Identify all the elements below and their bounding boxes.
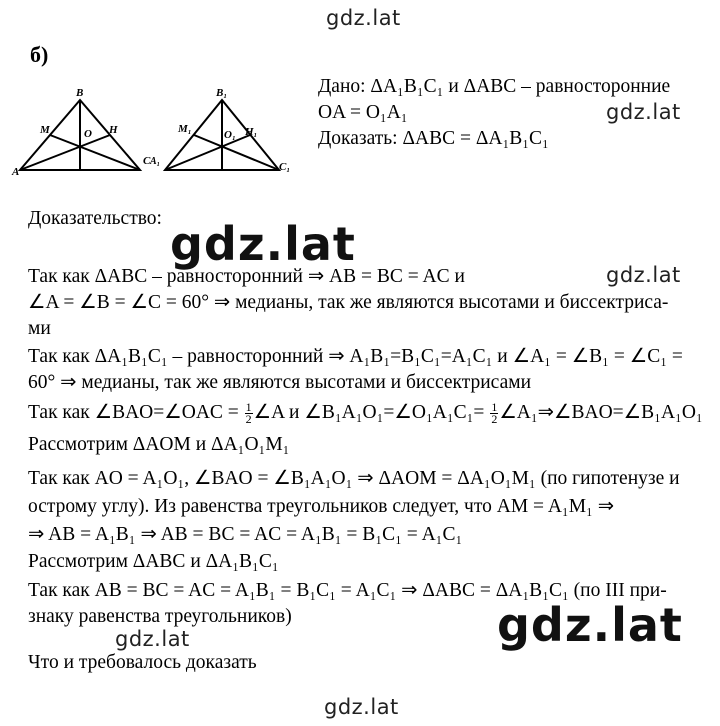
part-label: б)	[30, 42, 49, 67]
proof-line-11: Рассмотрим ΔABC и ΔA₁B₁C₁	[28, 551, 279, 572]
proof-line-5: 60° ⇒ медианы, так же являются высотами …	[28, 372, 532, 393]
label-b1: B₁	[215, 87, 227, 99]
proof-line-10: ⇒ AB = A₁B₁ ⇒ AB = BC = AC = A₁B₁ = B₁C₁…	[28, 524, 463, 545]
proof-line-6a: Так как ∠BAO=∠OAC =	[28, 402, 239, 423]
proof-line-7: Рассмотрим ΔAOM и ΔA₁O₁M₁	[28, 434, 290, 455]
triangle-abc	[17, 98, 143, 171]
label-h1: H₁	[244, 126, 257, 138]
watermark-small-bottom: gdz.lat	[115, 627, 190, 651]
proof-line-12: Так как AB = BC = AC = A₁B₁ = B₁C₁ = A₁C…	[28, 580, 667, 601]
proof-line-9: острому углу). Из равенства треугольнико…	[28, 496, 615, 517]
label-h: H	[108, 124, 118, 136]
watermark-footer: gdz.lat	[324, 695, 399, 719]
proof-line-13: знаку равенства треугольников)	[28, 606, 292, 627]
given-line-3: Доказать: ΔABC = ΔA₁B₁C₁	[318, 128, 549, 149]
proof-heading: Доказательство:	[28, 208, 162, 229]
watermark-top: gdz.lat	[326, 6, 401, 30]
proof-line-14: Что и требовалось доказать	[28, 652, 257, 673]
watermark-big-bottom-right: gdz.lat	[497, 598, 683, 652]
proof-line-6b: ∠A и ∠B₁A₁O₁=∠O₁A₁C₁=	[253, 402, 485, 423]
label-m: M	[39, 124, 51, 136]
given-line-2: OA = O₁A₁	[318, 102, 408, 123]
proof-line-2: ∠A = ∠B = ∠C = 60° ⇒ медианы, так же явл…	[28, 292, 669, 313]
watermark-big-center: gdz.lat	[170, 217, 356, 271]
label-m1: M₁	[177, 123, 192, 135]
proof-line-3: ми	[28, 318, 51, 339]
proof-line-8: Так как AO = A₁O₁, ∠BAO = ∠B₁A₁O₁ ⇒ ΔAOM…	[28, 468, 680, 489]
proof-line-1: Так как ΔABC – равносторонний ⇒ AB = BC …	[28, 266, 465, 287]
label-a1: A₁	[149, 156, 160, 167]
label-o: O	[84, 128, 92, 140]
label-a: A	[11, 166, 19, 178]
proof-line-4: Так как ΔA₁B₁C₁ – равносторонний ⇒ A₁B₁=…	[28, 346, 683, 367]
triangle-a1b1c1	[162, 98, 282, 171]
label-c: C	[143, 155, 151, 167]
given-line-1: Дано: ΔA₁B₁C₁ и ΔABC – равносторонние	[318, 76, 671, 97]
label-b: B	[75, 87, 83, 99]
triangle-figures: A B C M O H A₁ B₁ C₁ M₁ O₁ H₁	[11, 87, 290, 178]
watermark-given-right: gdz.lat	[606, 100, 681, 124]
label-c1: C₁	[279, 161, 290, 173]
watermark-line-right: gdz.lat	[606, 263, 681, 287]
label-o1: O₁	[224, 129, 236, 141]
proof-line-6c: ∠A₁⇒∠BAO=∠B₁A₁O₁	[499, 402, 703, 423]
